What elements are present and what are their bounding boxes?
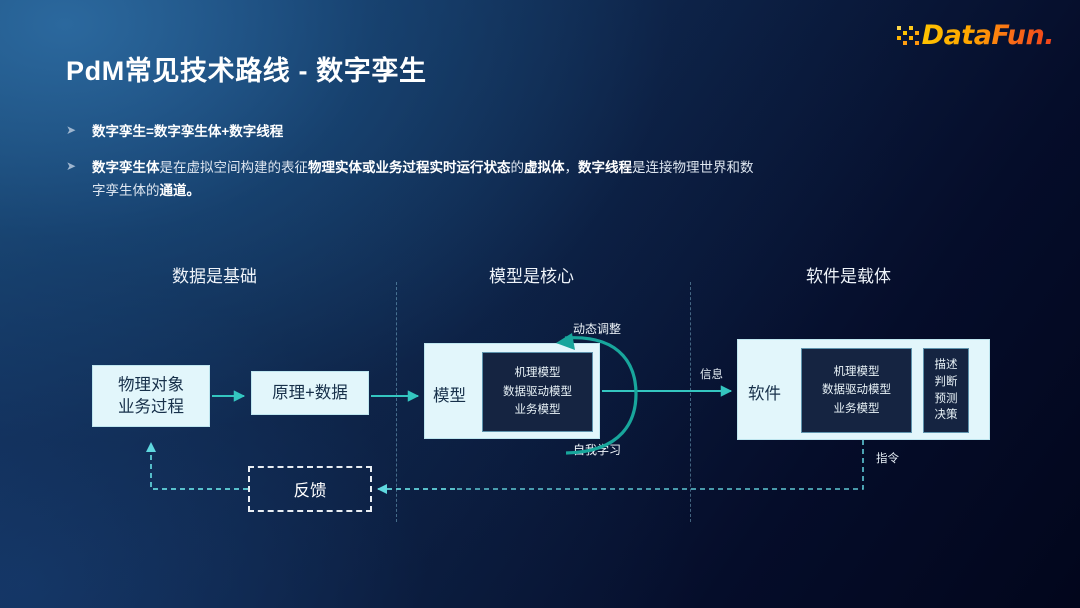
column-divider-right <box>690 282 691 522</box>
bullet-text: 数字孪生=数字孪生体+数字线程 <box>92 124 284 139</box>
column-header-model: 模型是核心 <box>489 267 574 286</box>
box-physical-line1: 物理对象 <box>118 375 184 394</box>
box-physical-object[interactable]: 物理对象 业务过程 <box>92 365 210 427</box>
software-model-line: 数据驱动模型 <box>822 384 891 397</box>
box-physical-line2: 业务过程 <box>118 398 184 416</box>
box-principle-label: 原理+数据 <box>272 383 348 402</box>
box-principle-data[interactable]: 原理+数据 <box>251 371 369 415</box>
software-model-line: 业务模型 <box>833 402 880 415</box>
box-model-label: 模型 <box>433 387 466 405</box>
label-information: 信息 <box>700 369 723 381</box>
box-model-inner: 机理模型 数据驱动模型 业务模型 <box>482 352 593 432</box>
box-software-group[interactable]: 软件 机理模型 数据驱动模型 业务模型 描述 判断 预测 决策 <box>737 339 990 440</box>
label-dynamic-adjust: 动态调整 <box>573 322 622 336</box>
model-inner-line: 机理模型 <box>514 367 561 380</box>
box-model-group[interactable]: 模型 机理模型 数据驱动模型 业务模型 <box>424 343 600 439</box>
box-software-label: 软件 <box>748 385 781 403</box>
box-software-outcomes: 描述 判断 预测 决策 <box>923 348 969 433</box>
outcome-line: 决策 <box>934 409 958 422</box>
software-model-line: 机理模型 <box>833 365 880 378</box>
label-self-learning: 自我学习 <box>573 443 622 457</box>
bullet-item: ➤ 数字孪生=数字孪生体+数字线程 <box>66 120 766 143</box>
column-divider-left <box>396 282 397 522</box>
datafun-logo: DataFun. <box>896 18 1055 52</box>
logo-wordmark: DataFun. <box>921 19 1055 51</box>
bullet-marker-icon: ➤ <box>66 159 77 174</box>
model-inner-line: 数据驱动模型 <box>503 385 572 398</box>
column-header-data: 数据是基础 <box>172 267 257 286</box>
bullet-list: ➤ 数字孪生=数字孪生体+数字线程 ➤ 数字孪生体是在虚拟空间构建的表征物理实体… <box>66 120 766 216</box>
outcome-line: 预测 <box>934 392 958 405</box>
page-title: PdM常见技术路线 - 数字孪生 <box>66 56 427 86</box>
box-feedback[interactable]: 反馈 <box>248 466 372 512</box>
bullet-item: ➤ 数字孪生体是在虚拟空间构建的表征物理实体或业务过程实时运行状态的虚拟体，数字… <box>66 156 766 202</box>
box-feedback-label: 反馈 <box>293 482 327 500</box>
outcome-line: 判断 <box>934 375 958 388</box>
bullet-marker-icon: ➤ <box>66 123 77 137</box>
diagram-area: 数据是基础 模型是核心 软件是载体 物理对象 业务过程 原理+数据 模型 机理模… <box>0 238 1080 538</box>
box-software-models: 机理模型 数据驱动模型 业务模型 <box>801 348 912 433</box>
label-instruction: 指令 <box>876 453 899 465</box>
logo-dots-icon <box>896 22 921 48</box>
model-inner-line: 业务模型 <box>514 404 561 417</box>
bullet-text: 数字孪生体是在虚拟空间构建的表征物理实体或业务过程实时运行状态的虚拟体，数字线程… <box>92 160 754 199</box>
column-header-software: 软件是载体 <box>806 267 891 286</box>
outcome-line: 描述 <box>934 359 958 372</box>
